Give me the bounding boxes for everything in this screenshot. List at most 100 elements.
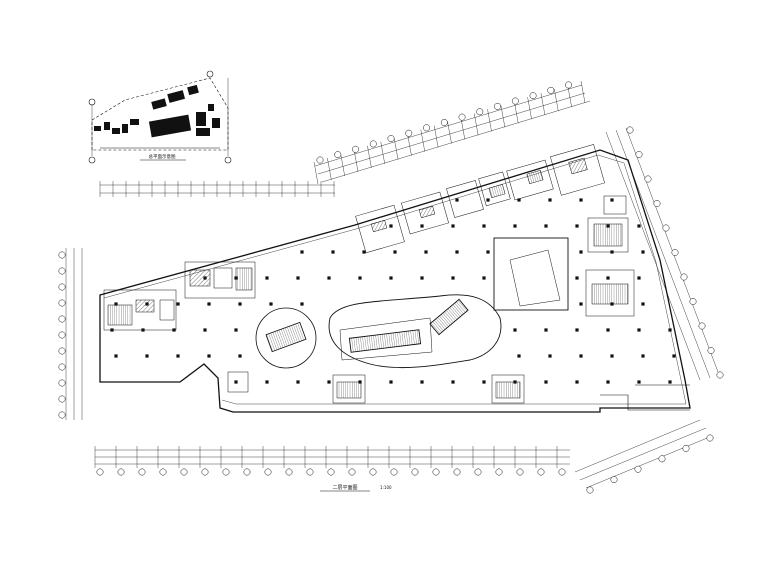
- column: [393, 250, 397, 254]
- column: [482, 276, 486, 280]
- column: [265, 276, 269, 280]
- column: [331, 250, 335, 254]
- column: [358, 276, 362, 280]
- column: [610, 302, 614, 306]
- column: [544, 328, 548, 332]
- key-plan-buildings: [94, 84, 220, 138]
- column: [172, 328, 176, 332]
- column: [203, 328, 207, 332]
- column: [606, 224, 610, 228]
- round-atrium: [255, 307, 317, 369]
- column: [114, 302, 118, 306]
- column: [575, 380, 579, 384]
- column: [238, 302, 242, 306]
- column: [145, 354, 149, 358]
- top-slanted-dimension-chain: [313, 80, 591, 185]
- column: [517, 354, 521, 358]
- column: [606, 328, 610, 332]
- column: [668, 328, 672, 332]
- column: [579, 354, 583, 358]
- drawing-scale-note: 1:100: [380, 485, 392, 490]
- column: [544, 224, 548, 228]
- column: [486, 250, 490, 254]
- column: [610, 198, 614, 202]
- column: [207, 302, 211, 306]
- column: [176, 302, 180, 306]
- square-atrium: [493, 237, 569, 311]
- column: [296, 380, 300, 384]
- drawing-title: 二层平面图: [332, 485, 357, 491]
- column: [234, 328, 238, 332]
- column: [579, 250, 583, 254]
- east-service-cores: [585, 195, 635, 317]
- left-dimension-chain: [65, 248, 83, 420]
- grid-axis-bubbles: [58, 81, 724, 494]
- column: [424, 250, 428, 254]
- column: [606, 380, 610, 384]
- column: [327, 276, 331, 280]
- column: [203, 276, 207, 280]
- column: [327, 380, 331, 384]
- column: [389, 380, 393, 384]
- column: [606, 276, 610, 280]
- column: [641, 302, 645, 306]
- column: [238, 354, 242, 358]
- column: [513, 328, 517, 332]
- column: [637, 224, 641, 228]
- column: [358, 380, 362, 384]
- column: [420, 276, 424, 280]
- column: [482, 380, 486, 384]
- west-service-cores: [103, 261, 256, 331]
- building-outline: [99, 149, 691, 413]
- column: [513, 224, 517, 228]
- column: [548, 354, 552, 358]
- bottom-dimension-chain: [94, 446, 570, 468]
- column: [296, 276, 300, 280]
- column: [575, 328, 579, 332]
- column: [672, 354, 676, 358]
- column: [575, 224, 579, 228]
- top-left-dimension-chain: [99, 181, 335, 197]
- column: [641, 250, 645, 254]
- column: [455, 198, 459, 202]
- column: [548, 198, 552, 202]
- column: [141, 328, 145, 332]
- column: [234, 276, 238, 280]
- column: [668, 380, 672, 384]
- right-slanted-dimension-chain: [605, 127, 719, 381]
- column: [110, 328, 114, 332]
- column: [451, 224, 455, 228]
- column: [451, 380, 455, 384]
- column: [579, 302, 583, 306]
- central-escalator-void: [328, 294, 502, 369]
- column: [486, 198, 490, 202]
- column: [269, 302, 273, 306]
- column: [610, 250, 614, 254]
- column: [265, 380, 269, 384]
- column: [420, 224, 424, 228]
- column: [389, 276, 393, 280]
- column: [451, 276, 455, 280]
- column: [145, 302, 149, 306]
- bottom-right-dimension-chain: [574, 419, 713, 489]
- bottom-right-wing: [600, 384, 690, 411]
- south-service-cores: [227, 371, 525, 404]
- column: [482, 224, 486, 228]
- column: [300, 302, 304, 306]
- column: [362, 250, 366, 254]
- column: [637, 328, 641, 332]
- column: [513, 380, 517, 384]
- column: [579, 198, 583, 202]
- column: [234, 380, 238, 384]
- column: [455, 250, 459, 254]
- column: [176, 354, 180, 358]
- key-plan: [88, 70, 232, 164]
- column: [420, 380, 424, 384]
- north-service-cores: [355, 144, 605, 254]
- column: [207, 354, 211, 358]
- column: [610, 354, 614, 358]
- column: [114, 354, 118, 358]
- column: [575, 276, 579, 280]
- structural-columns: [110, 198, 676, 384]
